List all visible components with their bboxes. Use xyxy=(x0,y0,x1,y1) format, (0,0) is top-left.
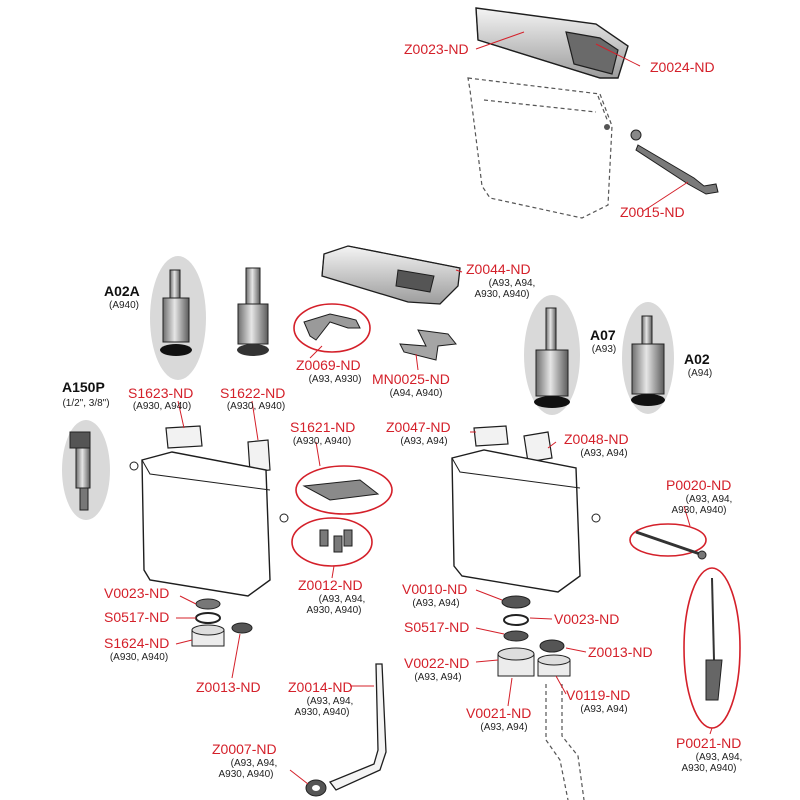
top-tank-dots xyxy=(604,124,642,141)
a02-valve-part xyxy=(631,315,665,406)
label-a150p: A150P xyxy=(62,379,105,395)
label-s1622-models: (A930, A940) xyxy=(226,401,286,412)
z0012-callout-ring xyxy=(291,517,373,567)
label-s1622: S1622-ND xyxy=(220,385,286,401)
left-seal-stack xyxy=(191,598,253,647)
label-s0517-left: S0517-ND xyxy=(104,609,170,625)
z0014-flush-pipe-part xyxy=(328,663,387,791)
label-mn0025-models: (A94, A940) xyxy=(389,388,443,399)
label-z0069: Z0069-ND xyxy=(296,357,361,373)
label-p0021-models2: A930, A940) xyxy=(681,763,737,774)
label-v0021: V0021-ND xyxy=(466,705,532,721)
top-lid-part xyxy=(475,7,629,79)
label-z0044-models: (A93, A94, xyxy=(488,278,536,289)
label-z0007-models: (A93, A94, xyxy=(230,758,278,769)
label-z0048: Z0048-ND xyxy=(564,431,629,447)
label-z0044-models2: A930, A940) xyxy=(474,289,530,300)
label-s1623-models: (A930, A940) xyxy=(132,401,192,412)
label-s1621-models: (A930, A940) xyxy=(292,436,352,447)
label-p0020-models: (A93, A94, xyxy=(685,494,733,505)
label-z0013-left: Z0013-ND xyxy=(196,679,261,695)
right-seal-stack xyxy=(497,595,571,677)
left-cistern-part xyxy=(129,451,289,597)
label-s1621: S1621-ND xyxy=(290,419,356,435)
label-z0007: Z0007-ND xyxy=(212,741,277,757)
label-z0048-models: (A93, A94) xyxy=(580,448,628,459)
label-z0012-models: (A93, A94, xyxy=(318,594,366,605)
label-z0014-models: (A93, A94, xyxy=(306,696,354,707)
label-v0022: V0022-ND xyxy=(404,655,470,671)
label-a02-models: (A94) xyxy=(687,368,713,379)
right-pipe-dashed xyxy=(545,684,585,800)
label-p0020-models2: A930, A940) xyxy=(671,505,727,516)
label-s1624-models: (A930, A940) xyxy=(109,652,169,663)
label-z0069-models: (A93, A930) xyxy=(308,374,362,385)
label-v0021-models: (A93, A94) xyxy=(480,722,528,733)
label-a150p-models: (1/2", 3/8") xyxy=(62,398,110,409)
z0069-callout-ring xyxy=(293,303,371,353)
label-z0012: Z0012-ND xyxy=(298,577,363,593)
p0020-rod-part xyxy=(629,523,707,560)
s1621-callout-ring xyxy=(295,465,393,515)
leader-lines xyxy=(175,31,713,785)
brackets xyxy=(165,425,553,473)
label-a02a: A02A xyxy=(104,283,140,299)
label-v0023-right: V0023-ND xyxy=(554,611,620,627)
label-p0021: P0021-ND xyxy=(676,735,742,751)
a02a-valve-part xyxy=(160,269,192,356)
z0012-part xyxy=(319,529,353,553)
lever-part xyxy=(635,144,719,195)
label-a02a-models: (A940) xyxy=(108,300,139,311)
label-p0021-models: (A93, A94, xyxy=(695,752,743,763)
label-v0022-models: (A93, A94) xyxy=(414,672,462,683)
top-tank-dashed xyxy=(467,77,613,219)
label-z0047: Z0047-ND xyxy=(386,419,451,435)
label-mn0025: MN0025-ND xyxy=(372,371,450,387)
label-z0014: Z0014-ND xyxy=(288,679,353,695)
label-z0014-models2: A930, A940) xyxy=(294,707,350,718)
label-v0010-models: (A93, A94) xyxy=(412,598,460,609)
label-s1624: S1624-ND xyxy=(104,635,170,651)
label-v0119-models: (A93, A94) xyxy=(580,704,628,715)
label-s1623: S1623-ND xyxy=(128,385,194,401)
label-v0010: V0010-ND xyxy=(402,581,468,597)
mn0025-part xyxy=(399,329,457,361)
z0007-connector-part xyxy=(305,779,327,797)
label-a07-models: (A93) xyxy=(591,344,617,355)
s1622-valve-part xyxy=(237,267,269,356)
p0021-rod-part xyxy=(683,567,741,729)
label-v0119: V0119-ND xyxy=(566,687,631,703)
label-a02: A02 xyxy=(684,351,710,367)
label-z0012-models2: A930, A940) xyxy=(306,605,362,616)
a150p-fill-valve-part xyxy=(69,431,91,511)
s1621-part xyxy=(302,479,380,501)
label-z0024: Z0024-ND xyxy=(650,59,715,75)
z0044-lid-part xyxy=(321,245,461,305)
label-s0517-right: S0517-ND xyxy=(404,619,470,635)
label-z0044: Z0044-ND xyxy=(466,261,531,277)
label-z0013-right: Z0013-ND xyxy=(588,644,653,660)
a07-valve-part xyxy=(534,307,570,408)
label-z0023: Z0023-ND xyxy=(404,41,469,57)
label-z0047-models: (A93, A94) xyxy=(400,436,448,447)
label-v0023-left: V0023-ND xyxy=(104,585,170,601)
right-cistern-part xyxy=(451,449,601,593)
label-z0015: Z0015-ND xyxy=(620,204,685,220)
label-a07: A07 xyxy=(590,327,616,343)
label-z0007-models2: A930, A940) xyxy=(218,769,274,780)
z0069-part xyxy=(303,313,361,341)
label-p0020: P0020-ND xyxy=(666,477,732,493)
